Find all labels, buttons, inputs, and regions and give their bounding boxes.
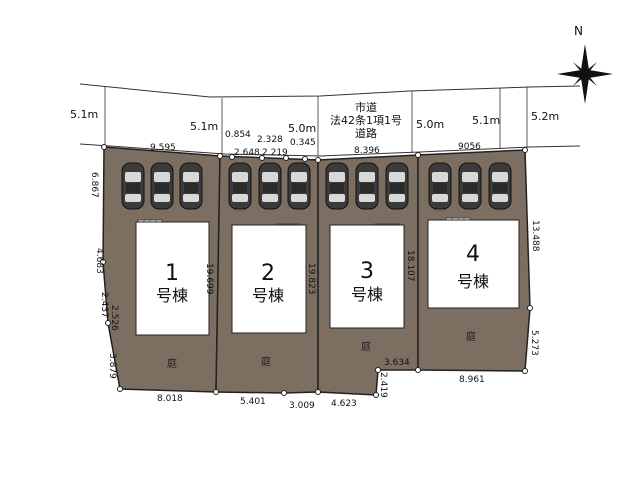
road-width-label: 5.0m [416, 118, 444, 131]
garden-label: 庭 [261, 355, 271, 368]
car-icon [179, 162, 203, 210]
dim-label: 3.634 [384, 358, 410, 368]
dim-label: 5.401 [240, 397, 266, 407]
lot-number: 3 [360, 259, 374, 284]
road-width-label: 5.1m [190, 120, 218, 133]
road-edge-north [79, 83, 581, 98]
road-name-line: 市道 [355, 100, 377, 114]
lot-1: 1 号棟 庭 [102, 146, 221, 393]
house-4 [427, 219, 520, 309]
dim-label: 0.854 [225, 130, 251, 140]
garden-label: 庭 [466, 330, 476, 343]
dim-label: 4.683 [94, 248, 104, 274]
garden-label: 庭 [167, 357, 177, 370]
dim-label: 4.623 [331, 399, 357, 409]
dim-label: 19.699 [204, 263, 214, 295]
dim-label: 8.961 [459, 375, 485, 385]
car-icon [228, 162, 252, 210]
road-width-label: 5.0m [288, 122, 316, 135]
house-2 [231, 224, 307, 334]
dim-label: 9.595 [150, 143, 176, 153]
dim-label: 8.018 [157, 394, 183, 404]
house-3 [329, 224, 405, 329]
dim-label: 13.488 [530, 220, 540, 252]
dim-label: 3.879 [107, 353, 117, 379]
compass-rose: N [557, 24, 613, 104]
dim-label: 6.867 [89, 172, 99, 198]
dim-label: 8.396 [354, 146, 380, 156]
road-name-line: 法42条1項1号 [330, 113, 402, 127]
compass-north-label: N [574, 24, 583, 38]
dim-label: 0.345 [290, 138, 316, 148]
lot-number: 1 [165, 261, 179, 286]
lot-label: 号棟 [351, 285, 383, 304]
lot-label: 号棟 [156, 286, 188, 305]
garden-label: 庭 [361, 340, 371, 353]
lot-number: 4 [466, 242, 480, 267]
lot-label: 号棟 [457, 272, 489, 291]
lot-number: 2 [261, 261, 275, 286]
car-icon [428, 162, 452, 210]
dimension-labels: 9.595 0.854 2.328 2.648 2.219 0.345 8.39… [89, 130, 540, 411]
road-width-label: 5.1m [70, 108, 98, 121]
boundary-markers [100, 144, 533, 398]
road: 5.1m 5.1m 5.0m 5.0m 5.1m 5.2m 市道 法42条1項1… [70, 83, 581, 157]
dim-label: 2.419 [378, 372, 388, 398]
lot-4: 4 号棟 庭 [417, 149, 531, 372]
dim-label: 19.823 [306, 263, 316, 295]
road-width-lines [104, 86, 528, 156]
road-width-label: 5.2m [531, 110, 559, 123]
dim-label: 5.273 [529, 330, 539, 356]
dim-label: 18.107 [405, 250, 415, 282]
road-name-line: 道路 [355, 126, 377, 140]
car-icon [287, 162, 311, 210]
car-icon [355, 162, 379, 210]
lot-label: 号棟 [252, 286, 284, 305]
dim-label: 2.328 [257, 135, 283, 145]
dim-label: 2.526 [109, 305, 119, 331]
car-icon [325, 162, 349, 210]
dim-label: 2.437 [99, 292, 109, 318]
house-1 [135, 221, 210, 336]
car-icon [385, 162, 409, 210]
road-edge-south [79, 143, 581, 157]
compass-star-icon [557, 44, 613, 104]
car-icon [258, 162, 282, 210]
lot-2: 2 号棟 庭 [215, 155, 319, 394]
road-width-label: 5.1m [472, 114, 500, 127]
dim-label: 2.219 [262, 148, 288, 158]
car-icon [121, 162, 145, 210]
dim-label: 9056 [458, 142, 481, 152]
car-icon [458, 162, 482, 210]
car-icon [150, 162, 174, 210]
dim-label: 2.648 [234, 148, 260, 158]
car-icon [488, 162, 512, 210]
dim-label: 3.009 [289, 401, 315, 411]
